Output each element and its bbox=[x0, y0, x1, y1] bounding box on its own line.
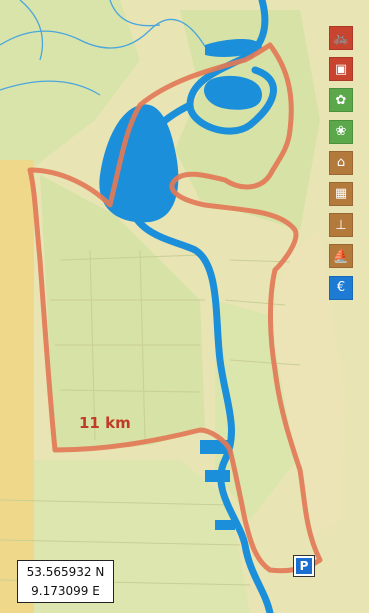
euro-icon[interactable]: € bbox=[329, 275, 353, 300]
viewpoint-icon[interactable]: ▣ bbox=[329, 57, 353, 82]
flora-icon[interactable]: ❀ bbox=[329, 119, 353, 144]
pond bbox=[203, 75, 262, 110]
water-patch bbox=[215, 520, 235, 530]
longitude-text: 9.173099 E bbox=[31, 584, 100, 598]
coordinates-box: 53.565932 N 9.173099 E bbox=[17, 560, 114, 603]
building-icon[interactable]: ▦ bbox=[329, 181, 353, 206]
parking-marker[interactable]: P bbox=[293, 555, 315, 577]
legend-icon-column: 🚲 ▣ ✿ ❀ ⌂ ▦ ⊥ ⛵ € bbox=[329, 26, 355, 307]
signpost-icon[interactable]: ⊥ bbox=[329, 213, 353, 238]
nature-icon[interactable]: ✿ bbox=[329, 88, 353, 113]
house-icon[interactable]: ⌂ bbox=[329, 150, 353, 175]
route-distance-label: 11 km bbox=[79, 414, 131, 432]
field-area bbox=[0, 0, 140, 175]
hiking-route[interactable] bbox=[27, 42, 323, 574]
boat-icon[interactable]: ⛵ bbox=[329, 244, 353, 269]
latitude-text: 53.565932 N bbox=[26, 565, 105, 579]
field-grid bbox=[0, 249, 301, 586]
settlement-strip bbox=[0, 160, 34, 613]
water-channels bbox=[0, 0, 211, 96]
settlement-area bbox=[270, 230, 345, 540]
water-patch bbox=[205, 470, 230, 482]
pond bbox=[205, 39, 262, 58]
field-area bbox=[40, 175, 205, 450]
cycling-icon[interactable]: 🚲 bbox=[329, 26, 353, 50]
lake bbox=[99, 104, 179, 223]
